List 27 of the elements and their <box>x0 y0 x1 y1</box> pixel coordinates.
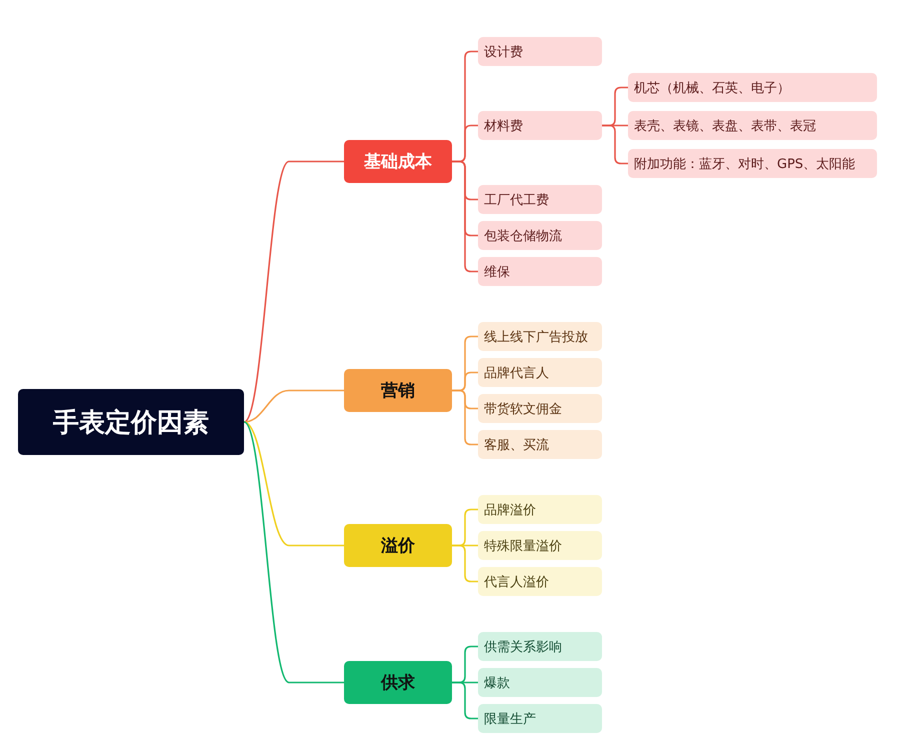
subtopic: 带货软文佣金 <box>478 394 602 423</box>
main-topic: 溢价 <box>344 524 452 567</box>
connector-line <box>243 160 344 423</box>
subtopic: 供需关系影响 <box>478 632 602 661</box>
subtopic: 工厂代工费 <box>478 185 602 214</box>
subtopic: 设计费 <box>478 37 602 66</box>
subtopic: 包装仓储物流 <box>478 221 602 250</box>
subtopic: 客服、买流 <box>478 430 602 459</box>
main-topic: 供求 <box>344 661 452 704</box>
subtopic: 代言人溢价 <box>478 567 602 596</box>
root-topic: 手表定价因素 <box>18 389 244 455</box>
subtopic: 品牌溢价 <box>478 495 602 524</box>
connector-line <box>244 390 344 423</box>
subtopic: 特殊限量溢价 <box>478 531 602 560</box>
subtopic: 表壳、表镜、表盘、表带、表冠 <box>628 111 877 140</box>
subtopic: 线上线下广告投放 <box>478 322 602 351</box>
main-topic: 营销 <box>344 369 452 412</box>
subtopic: 附加功能：蓝牙、对时、GPS、太阳能 <box>628 149 877 178</box>
subtopic: 机芯（机械、石英、电子） <box>628 73 877 102</box>
subtopic: 爆款 <box>478 668 602 697</box>
subtopic: 材料费 <box>478 111 602 140</box>
connector-line <box>243 421 344 684</box>
main-topic: 基础成本 <box>344 140 452 183</box>
subtopic: 品牌代言人 <box>478 358 602 387</box>
connector-line <box>244 421 344 546</box>
subtopic: 限量生产 <box>478 704 602 733</box>
subtopic: 维保 <box>478 257 602 286</box>
